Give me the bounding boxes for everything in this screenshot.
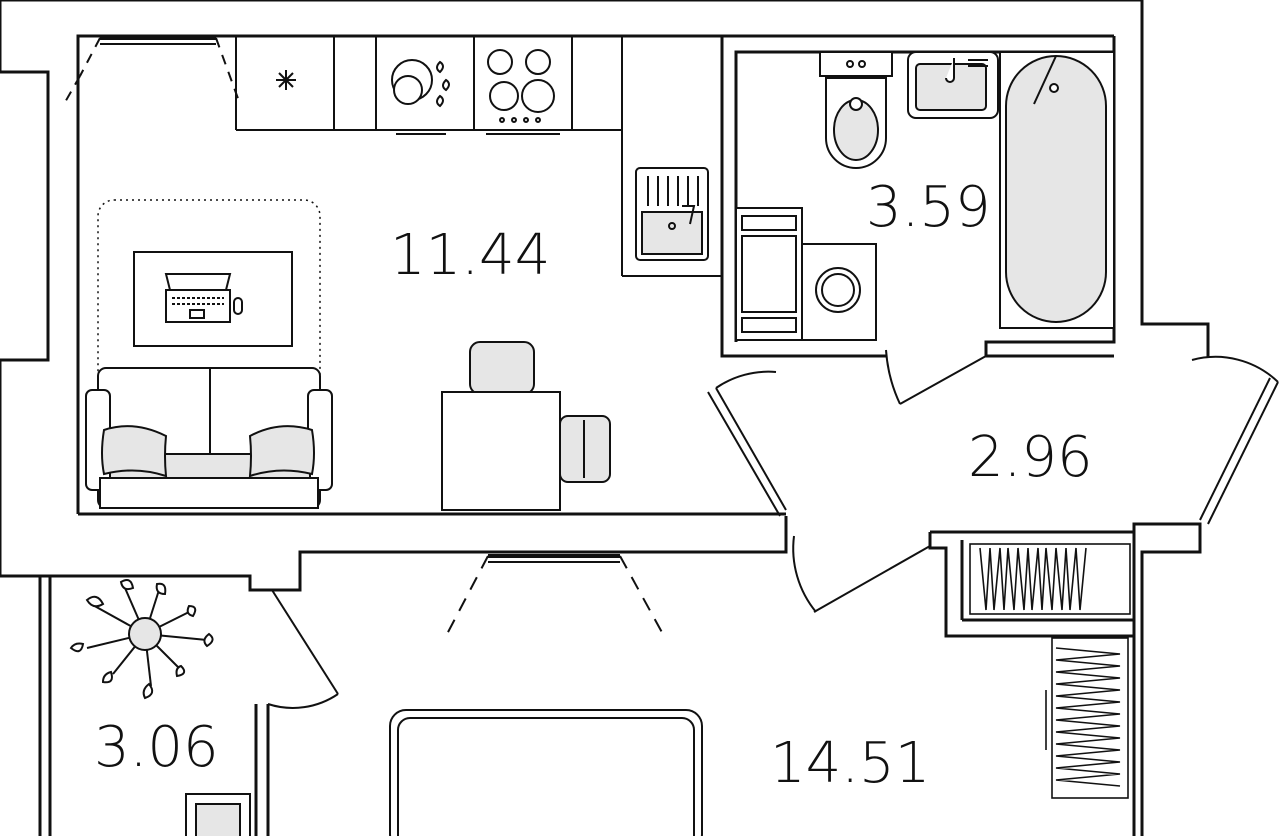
washing-machine-icon	[801, 243, 877, 341]
bathtub-icon	[999, 51, 1115, 329]
laptop-icon	[133, 251, 293, 347]
toilet-icon	[819, 51, 893, 169]
plant-icon	[69, 579, 214, 700]
fridge-icon	[276, 70, 296, 90]
area-balcony: 3.06	[94, 715, 219, 780]
area-kitchen-living: 11.44	[390, 223, 550, 288]
outer-wall-left	[0, 70, 788, 592]
door-icon	[267, 349, 1279, 709]
outer-wall-top	[0, 0, 1210, 358]
stove-icon	[486, 49, 560, 135]
window-icon	[63, 36, 241, 105]
balcony-chair-icon	[185, 793, 251, 836]
kitchen-counter	[235, 36, 722, 277]
washbasin-icon	[907, 51, 999, 119]
area-bathroom: 3.59	[866, 175, 991, 240]
dishwasher-icon	[391, 59, 450, 135]
sofa-icon	[85, 367, 333, 509]
window-icon	[445, 554, 665, 637]
wardrobe-icon	[969, 543, 1131, 615]
sink-icon	[635, 167, 709, 261]
area-bedroom: 14.51	[770, 731, 930, 796]
wardrobe-icon	[1045, 637, 1129, 799]
outer-wall-right	[1132, 522, 1202, 836]
dining-table-icon	[441, 341, 611, 511]
bed-icon	[389, 709, 703, 836]
closet-wall	[928, 532, 1134, 638]
area-hallway: 2.96	[968, 425, 1093, 490]
shelf-icon	[735, 207, 803, 341]
